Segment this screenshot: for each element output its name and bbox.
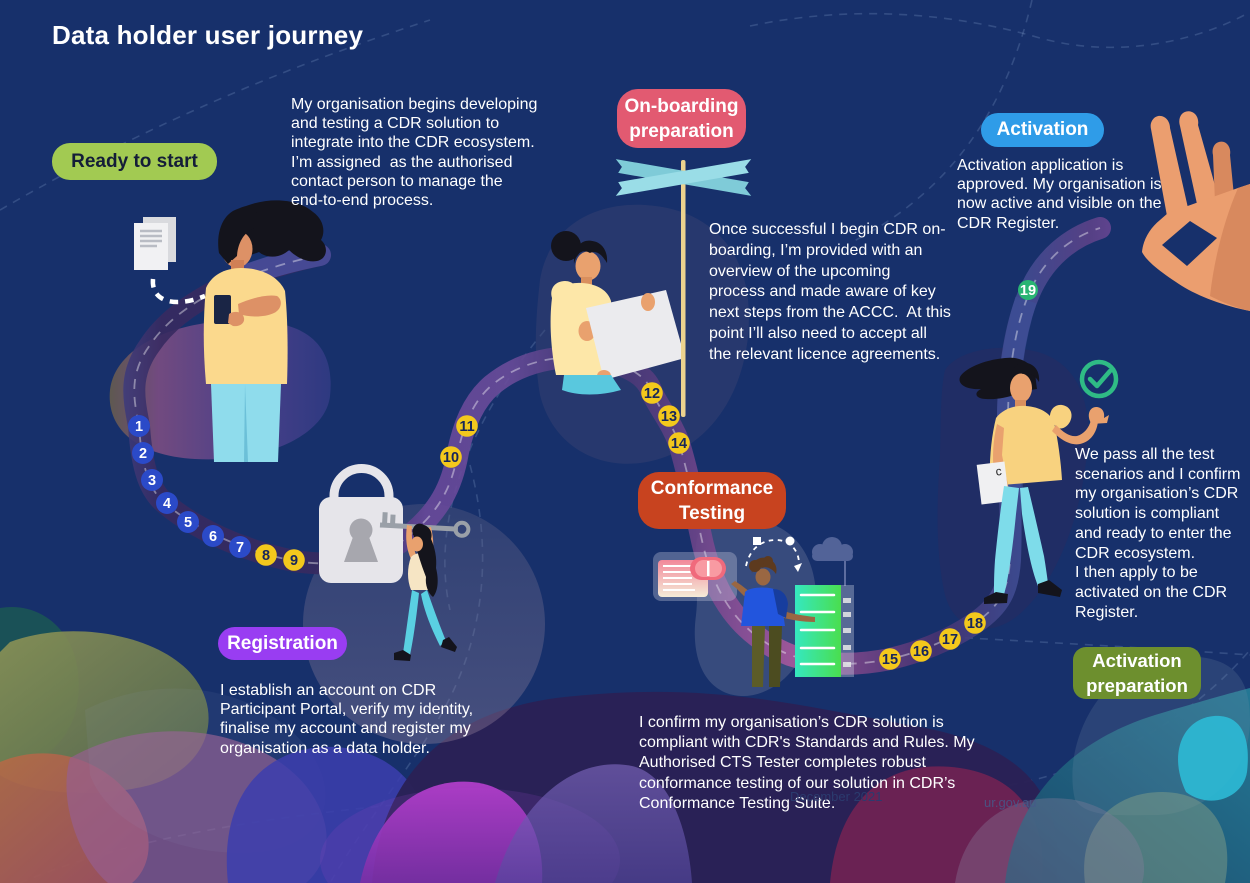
svg-text:5: 5 bbox=[184, 515, 192, 531]
svg-text:4: 4 bbox=[163, 496, 171, 512]
svg-text:c: c bbox=[995, 464, 1003, 479]
svg-text:19: 19 bbox=[1020, 283, 1036, 299]
svg-text:18: 18 bbox=[967, 616, 983, 632]
svg-text:3: 3 bbox=[148, 473, 156, 489]
svg-text:13: 13 bbox=[661, 409, 677, 425]
svg-text:12: 12 bbox=[644, 386, 660, 402]
svg-text:8: 8 bbox=[262, 548, 270, 564]
svg-text:17: 17 bbox=[942, 632, 958, 648]
svg-text:16: 16 bbox=[913, 644, 929, 660]
svg-text:14: 14 bbox=[671, 436, 687, 452]
svg-text:9: 9 bbox=[290, 553, 298, 569]
svg-text:6: 6 bbox=[209, 529, 217, 545]
svg-text:15: 15 bbox=[882, 652, 898, 668]
svg-text:7: 7 bbox=[236, 540, 244, 556]
svg-text:1: 1 bbox=[135, 419, 143, 435]
svg-text:10: 10 bbox=[443, 450, 459, 466]
svg-text:11: 11 bbox=[459, 419, 474, 435]
svg-text:2: 2 bbox=[139, 446, 147, 462]
